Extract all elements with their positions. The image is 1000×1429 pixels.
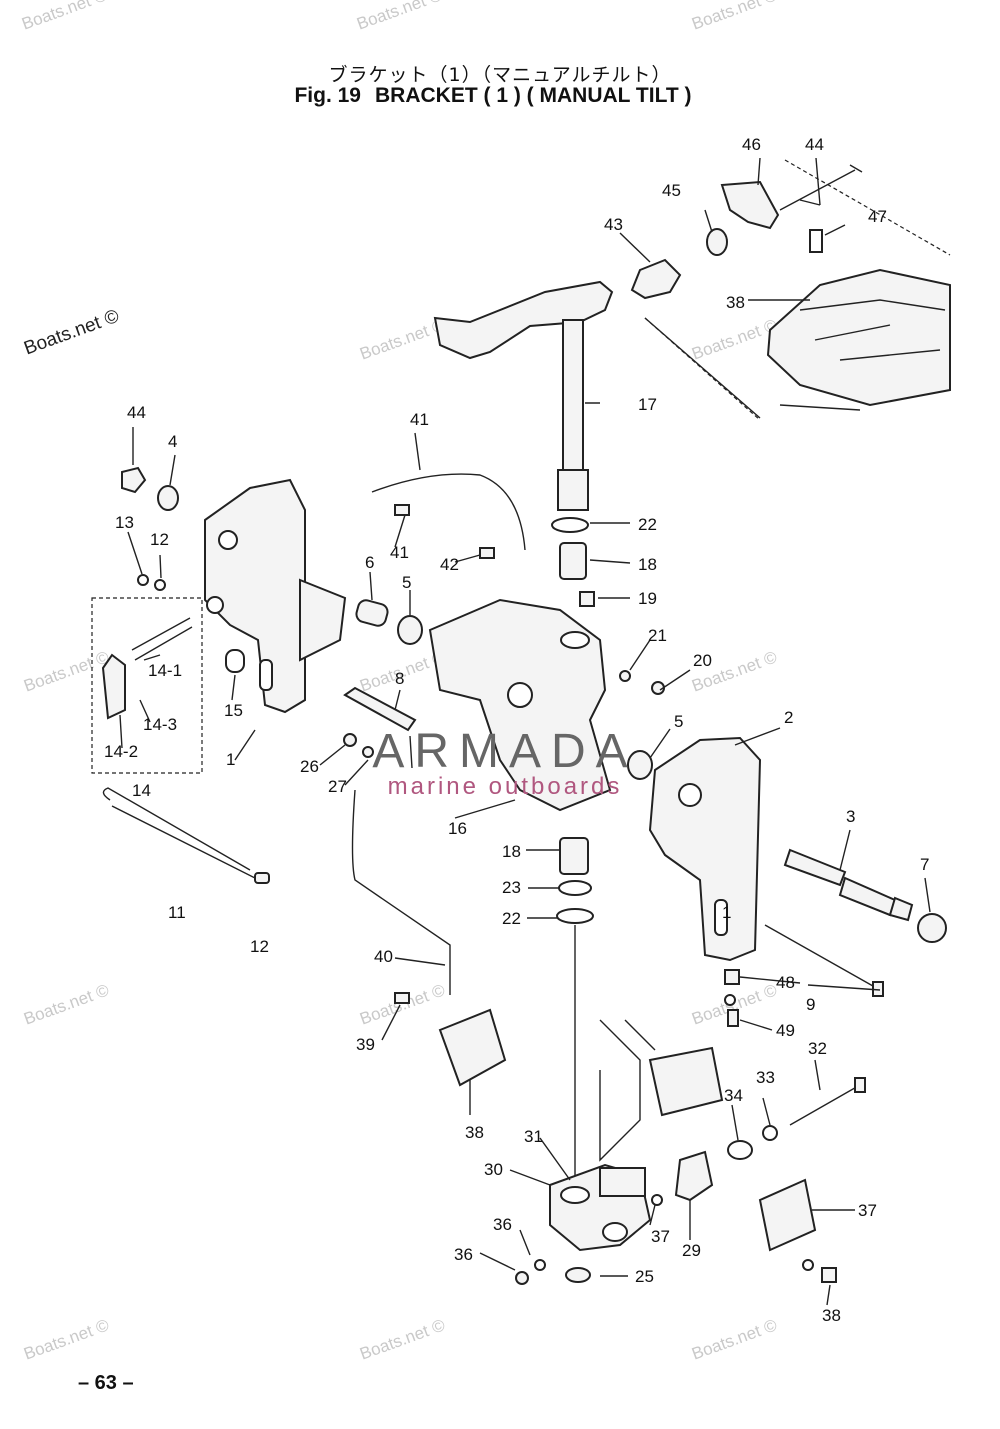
callout: 31 — [524, 1127, 543, 1146]
cables — [351, 473, 526, 1004]
callout: 12 — [250, 937, 269, 956]
callout: 12 — [150, 530, 169, 549]
callout: 2 — [784, 708, 793, 727]
callout: 15 — [224, 701, 243, 720]
callout: 49 — [776, 1021, 795, 1040]
callout: 21 — [648, 626, 667, 645]
callout: 22 — [502, 909, 521, 928]
callout: 37 — [651, 1227, 670, 1246]
callout: 5 — [674, 712, 683, 731]
figure-title: Fig. 19 BRACKET ( 1 ) ( MANUAL TILT ) — [0, 84, 1000, 108]
callout: 42 — [440, 555, 459, 574]
callout: 19 — [638, 589, 657, 608]
callout: 4 — [168, 432, 177, 451]
callout: 36 — [493, 1215, 512, 1234]
callout: 26 — [300, 757, 319, 776]
callout: 33 — [756, 1068, 775, 1087]
figure-name: BRACKET ( 1 ) ( MANUAL TILT ) — [375, 84, 692, 107]
callout: 38 — [726, 293, 745, 312]
upper-mount-parts — [630, 164, 863, 300]
callout: 3 — [846, 807, 855, 826]
callout: 6 — [365, 553, 374, 572]
callout: 22 — [638, 515, 657, 534]
callout: 5 — [402, 573, 411, 592]
callout: 14-3 — [143, 715, 177, 734]
swivel-bracket — [428, 598, 612, 812]
callout: 30 — [484, 1160, 503, 1179]
callout: 38 — [465, 1123, 484, 1142]
callout: 14-1 — [148, 661, 182, 680]
callout: 9 — [806, 995, 815, 1014]
callout: 20 — [693, 651, 712, 670]
callout: 41 — [390, 543, 409, 562]
callout: 18 — [502, 842, 521, 861]
callout: 23 — [502, 878, 521, 897]
callout: 14 — [132, 781, 151, 800]
left-clamp-bracket — [204, 478, 347, 714]
steering-shaft-parts — [551, 517, 595, 1185]
callout: 40 — [374, 947, 393, 966]
callout: 45 — [662, 181, 681, 200]
callout: 39 — [356, 1035, 375, 1054]
callout-labels: 44 4 13 12 14-1 14-3 14-2 14 15 1 11 12 … — [104, 135, 929, 1325]
leader-lines — [119, 157, 931, 1306]
callout: 47 — [868, 207, 887, 226]
lower-bracket — [549, 1077, 866, 1252]
callout: 44 — [127, 403, 146, 422]
callout: 41 — [410, 410, 429, 429]
callout: 17 — [638, 395, 657, 414]
page-number: – 63 – — [78, 1372, 134, 1394]
callout: 38 — [822, 1306, 841, 1325]
figure-number: Fig. 19 — [294, 84, 361, 107]
tilt-rod — [102, 787, 270, 884]
lower-plates — [438, 1008, 817, 1252]
callout: 18 — [638, 555, 657, 574]
callout: 13 — [115, 513, 134, 532]
callout: 37 — [858, 1201, 877, 1220]
callout: 1 — [226, 750, 235, 769]
callout: 7 — [920, 855, 929, 874]
logo-subtitle: marine outboards — [387, 773, 623, 800]
callout: 8 — [395, 669, 404, 688]
callout: 44 — [805, 135, 824, 154]
title-japanese: ブラケット（1）（マニュアルチルト） — [328, 64, 672, 86]
tilt-tube — [343, 599, 947, 997]
transom-block — [644, 159, 951, 421]
callout: 36 — [454, 1245, 473, 1264]
callout: 46 — [742, 135, 761, 154]
callout: 14-2 — [104, 742, 138, 761]
callout: 32 — [808, 1039, 827, 1058]
callout: 29 — [682, 1241, 701, 1260]
right-clamp-bracket — [648, 736, 762, 962]
callout: 43 — [604, 215, 623, 234]
callout: 1 — [722, 903, 731, 922]
armada-logo: ARMADA marine outboards — [340, 724, 670, 801]
swivel-bracket-upper — [433, 280, 614, 511]
callout: 25 — [635, 1267, 654, 1286]
callout: 48 — [776, 973, 795, 992]
callout: 27 — [328, 777, 347, 796]
left-small-parts — [91, 466, 245, 774]
callout: 16 — [448, 819, 467, 838]
callout: 11 — [168, 903, 186, 922]
logo-word: ARMADA — [372, 725, 638, 778]
callout: 34 — [724, 1086, 743, 1105]
